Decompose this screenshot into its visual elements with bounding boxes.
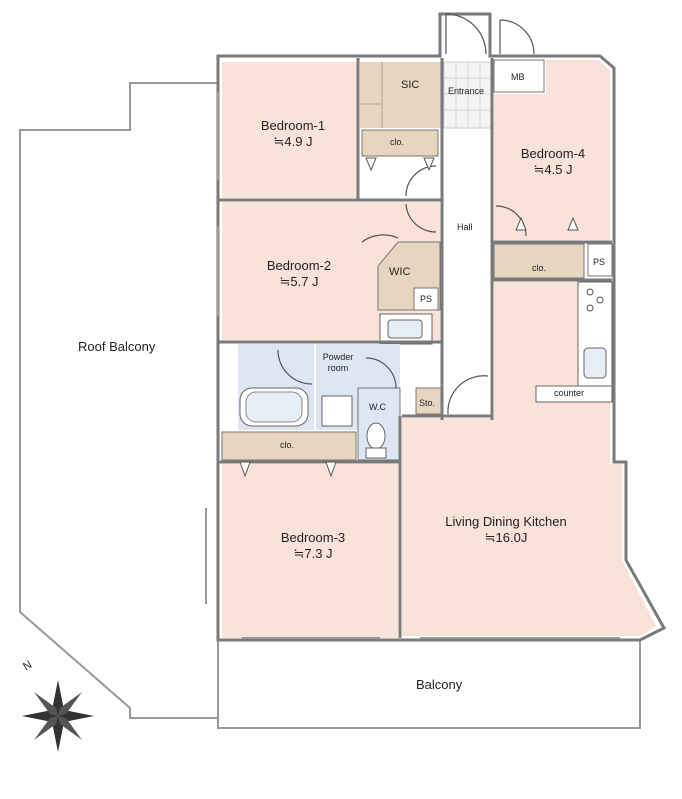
sic-area	[360, 62, 442, 128]
wic-label: WIC	[389, 266, 411, 278]
closet-bedroom-4-label: clo.	[532, 263, 547, 273]
closet-bedroom-3	[221, 431, 357, 461]
bedroom-4-label: Bedroom-4 ≒4.5 J	[510, 146, 596, 177]
ldk-name: Living Dining Kitchen	[445, 514, 567, 529]
bedroom-3-name: Bedroom-3	[280, 530, 346, 545]
compass-rose-icon	[22, 680, 94, 752]
bedroom-2-size: ≒5.7 J	[279, 273, 319, 289]
bedroom-2-name: Bedroom-2	[266, 258, 332, 273]
toilet	[366, 422, 386, 450]
bedroom-3-size: ≒7.3 J	[293, 545, 333, 561]
closet-bedroom-3-label: clo.	[280, 440, 295, 450]
counter-label-box	[535, 385, 613, 403]
ldk-label: Living Dining Kitchen ≒16.0J	[428, 514, 584, 545]
bedroom-4-size: ≒4.5 J	[533, 161, 573, 177]
bedroom-4-area	[494, 60, 610, 240]
closet-bedroom-1-label: clo.	[390, 137, 405, 147]
sic-label: SIC	[401, 79, 420, 91]
roof-balcony-label: Roof Balcony	[78, 339, 156, 354]
bedroom-1-size: ≒4.9 J	[273, 133, 313, 149]
ps-label-1: PS	[593, 257, 606, 267]
mb-box	[493, 59, 545, 93]
ps-label-2: PS	[420, 294, 433, 304]
sto-label: Sto.	[419, 398, 436, 408]
balcony-label: Balcony	[416, 677, 463, 692]
bedroom-2-label: Bedroom-2 ≒5.7 J	[256, 258, 342, 289]
bedroom-3-area	[222, 464, 398, 638]
storage-sto	[415, 387, 443, 415]
ldk-size: ≒16.0J	[484, 529, 528, 545]
bedroom-1-area	[222, 62, 358, 198]
bedroom-3-label: Bedroom-3 ≒7.3 J	[270, 530, 356, 561]
counter-label: counter	[554, 388, 585, 398]
entrance-label: Entrance	[448, 86, 485, 96]
closet-bedroom-1	[361, 129, 439, 157]
hall-area	[444, 130, 490, 416]
bedroom-1-name: Bedroom-1	[260, 118, 326, 133]
closet-bedroom-4	[493, 243, 585, 279]
wc-label: W.C	[369, 402, 386, 412]
washer	[321, 395, 353, 427]
bedroom-1-label: Bedroom-1 ≒4.9 J	[250, 118, 336, 149]
bedroom-4-name: Bedroom-4	[520, 146, 586, 161]
ps-box-2	[413, 287, 439, 311]
mb-label: MB	[511, 72, 525, 82]
hall-label: Hall	[457, 222, 473, 232]
powder-room-label: Powder room	[322, 352, 354, 373]
roof-balcony-area	[19, 82, 219, 719]
ps-box-1	[587, 243, 613, 277]
